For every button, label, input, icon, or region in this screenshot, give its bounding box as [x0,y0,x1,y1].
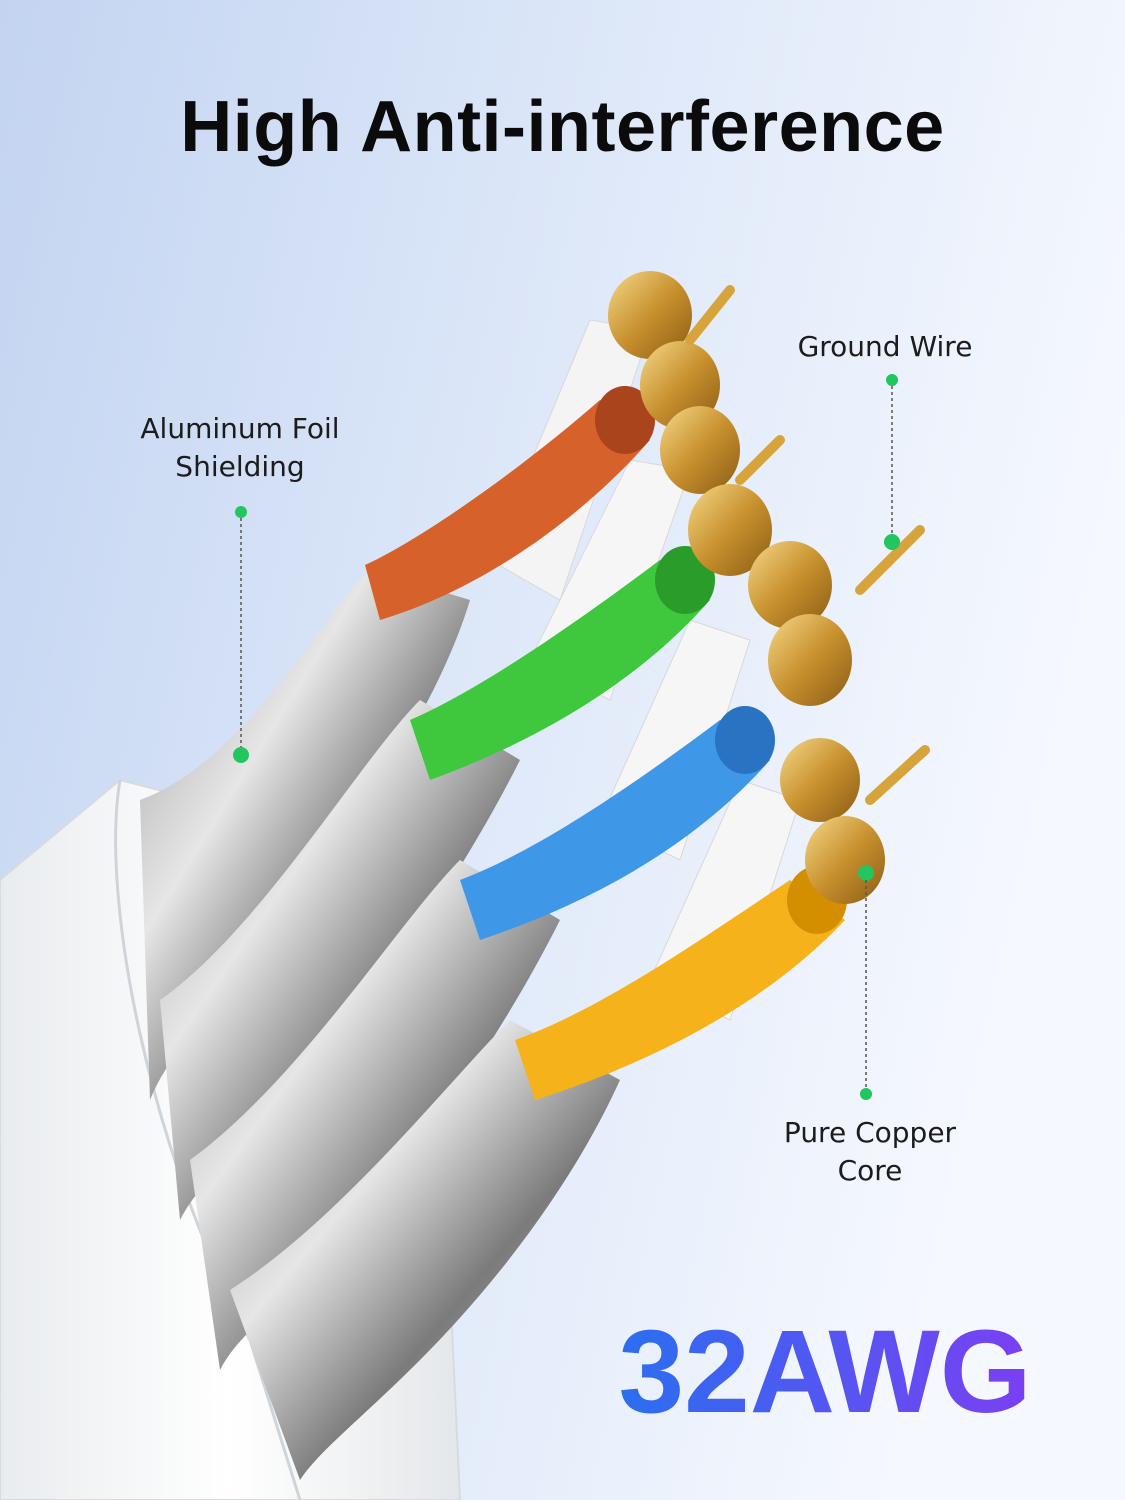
label-line: Shielding [175,450,305,483]
green-wire [410,546,715,780]
blue-wire [460,706,775,940]
foil-shielding [140,570,620,1480]
label-line: Ground Wire [797,330,973,363]
awg-text-graphic: 32AWG [618,1306,1031,1438]
callout-copper [858,865,874,1100]
copper-cores [608,271,930,904]
awg-badge: 32AWG [600,1304,1050,1459]
label-line: Aluminum Foil [140,412,340,445]
orange-wire [365,386,655,620]
callout-ground [884,374,900,550]
label-aluminum-foil-shielding: Aluminum Foil Shielding [120,410,360,486]
label-ground-wire: Ground Wire [770,328,1000,366]
awg-text: 32AWG [618,1306,1031,1434]
page-title: High Anti-interference [180,87,945,167]
label-line: Core [837,1154,903,1187]
label-pure-copper-core: Pure Copper Core [740,1114,1000,1190]
callout-foil [233,506,249,763]
label-line: Pure Copper [783,1116,957,1149]
